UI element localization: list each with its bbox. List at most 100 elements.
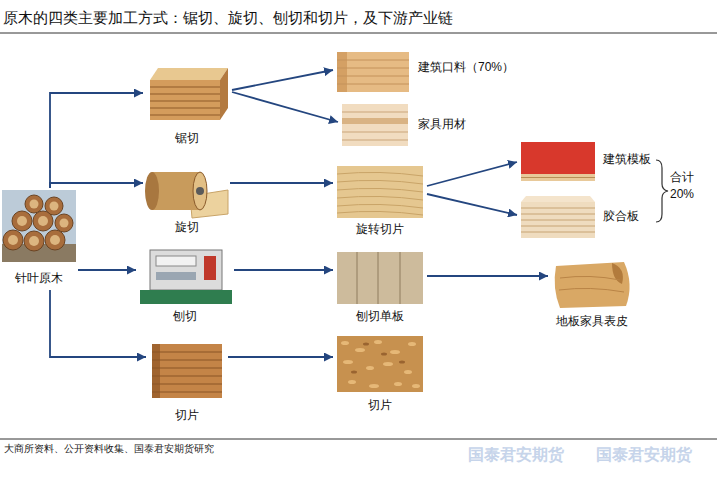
grain	[560, 276, 620, 280]
plank-end	[337, 52, 347, 92]
log	[3, 230, 23, 250]
lumber-front	[150, 80, 220, 120]
plank-line	[337, 84, 409, 85]
lumber-side	[220, 68, 228, 120]
process-node: 旋转切片	[333, 160, 427, 242]
formwork-face	[521, 142, 595, 174]
roll-end	[145, 172, 159, 210]
sheet-line	[337, 180, 423, 184]
log	[24, 231, 44, 251]
node-label: 刨切单板	[356, 309, 404, 324]
machine-part	[156, 272, 196, 280]
veneer-boards	[337, 252, 423, 304]
sheet-line	[337, 188, 423, 192]
log	[25, 195, 43, 213]
log-end	[50, 235, 60, 245]
total-label: 合计	[670, 170, 694, 185]
process-node: 地板家具表皮	[548, 258, 636, 336]
board-stripe	[342, 118, 408, 124]
board-line	[150, 101, 220, 102]
ply-line	[521, 226, 595, 227]
flow-arrow	[228, 356, 333, 358]
node-label: 旋转切片	[356, 222, 404, 237]
caption-rule	[0, 439, 717, 440]
process-node: 家具用材	[338, 100, 470, 150]
node-label: 建筑口料（70%）	[418, 60, 514, 75]
machine-bed	[156, 256, 196, 266]
chip	[341, 341, 349, 345]
veneer-pile-lines	[337, 172, 423, 215]
chip	[348, 380, 356, 384]
board-line	[150, 94, 220, 95]
veneer-line	[152, 376, 222, 377]
process-node: 刨切	[136, 243, 234, 330]
formwork-layer	[521, 177, 595, 178]
flow-arrow	[234, 269, 333, 271]
roll-face	[193, 172, 207, 210]
roll-axle	[196, 187, 204, 195]
log-end	[29, 236, 39, 246]
log-end	[60, 219, 69, 228]
plank-line	[337, 68, 409, 69]
veneer-curl	[612, 263, 623, 284]
flow-arrow	[230, 182, 333, 184]
veneer-line	[152, 392, 222, 393]
node-label: 切片	[368, 398, 392, 413]
log-pile	[3, 195, 73, 251]
veneer-board-lines	[357, 252, 400, 304]
sky	[2, 190, 76, 262]
process-node: 刨切单板	[333, 248, 427, 328]
chip	[351, 371, 357, 374]
log-end	[17, 216, 27, 226]
caption: 大商所资料、公开资料收集、国泰君安期货研究	[4, 443, 214, 456]
lumber-lines	[150, 87, 220, 115]
veneer-line	[152, 368, 222, 369]
total-label: 20%	[670, 187, 694, 202]
plank-lines	[337, 60, 409, 84]
board	[342, 104, 408, 146]
log-end	[50, 202, 59, 211]
plank-line	[337, 76, 409, 77]
veneer-skin	[555, 262, 630, 308]
log	[45, 230, 65, 250]
log-end	[8, 235, 18, 245]
chips-dark	[351, 343, 405, 374]
veneer-line	[152, 360, 222, 361]
process-node: 建筑模板	[517, 138, 655, 185]
chip	[363, 343, 369, 346]
flow-arrow	[50, 183, 143, 188]
grain	[559, 288, 624, 292]
title-rule	[0, 33, 717, 34]
process-node: 建筑口料（70%）	[333, 48, 518, 94]
plank-stack	[337, 52, 409, 92]
machine-frame	[150, 250, 222, 290]
plywood-layers	[521, 208, 595, 232]
plywood-top	[521, 196, 595, 202]
node-label: 刨切	[173, 309, 197, 324]
ply-line	[521, 220, 595, 221]
chip	[383, 362, 393, 366]
process-node: 针叶原木	[0, 188, 78, 290]
ply-line	[521, 208, 595, 209]
chip	[369, 384, 379, 388]
flow-arrow	[50, 290, 146, 357]
veneer-lines	[152, 352, 222, 392]
chip	[404, 370, 412, 374]
board-line	[342, 140, 408, 141]
chip-pile	[337, 336, 423, 392]
flow-arrow	[427, 194, 517, 215]
board-gap	[400, 252, 401, 304]
ply-line	[521, 214, 595, 215]
log	[55, 214, 73, 232]
chip	[381, 353, 387, 356]
chip	[408, 342, 416, 346]
node-label: 旋切	[175, 220, 199, 235]
log	[12, 211, 32, 231]
process-node: 切片	[333, 332, 427, 420]
log-ends	[8, 200, 69, 247]
process-node: 切片	[146, 338, 228, 428]
veneer-pile	[337, 166, 423, 218]
